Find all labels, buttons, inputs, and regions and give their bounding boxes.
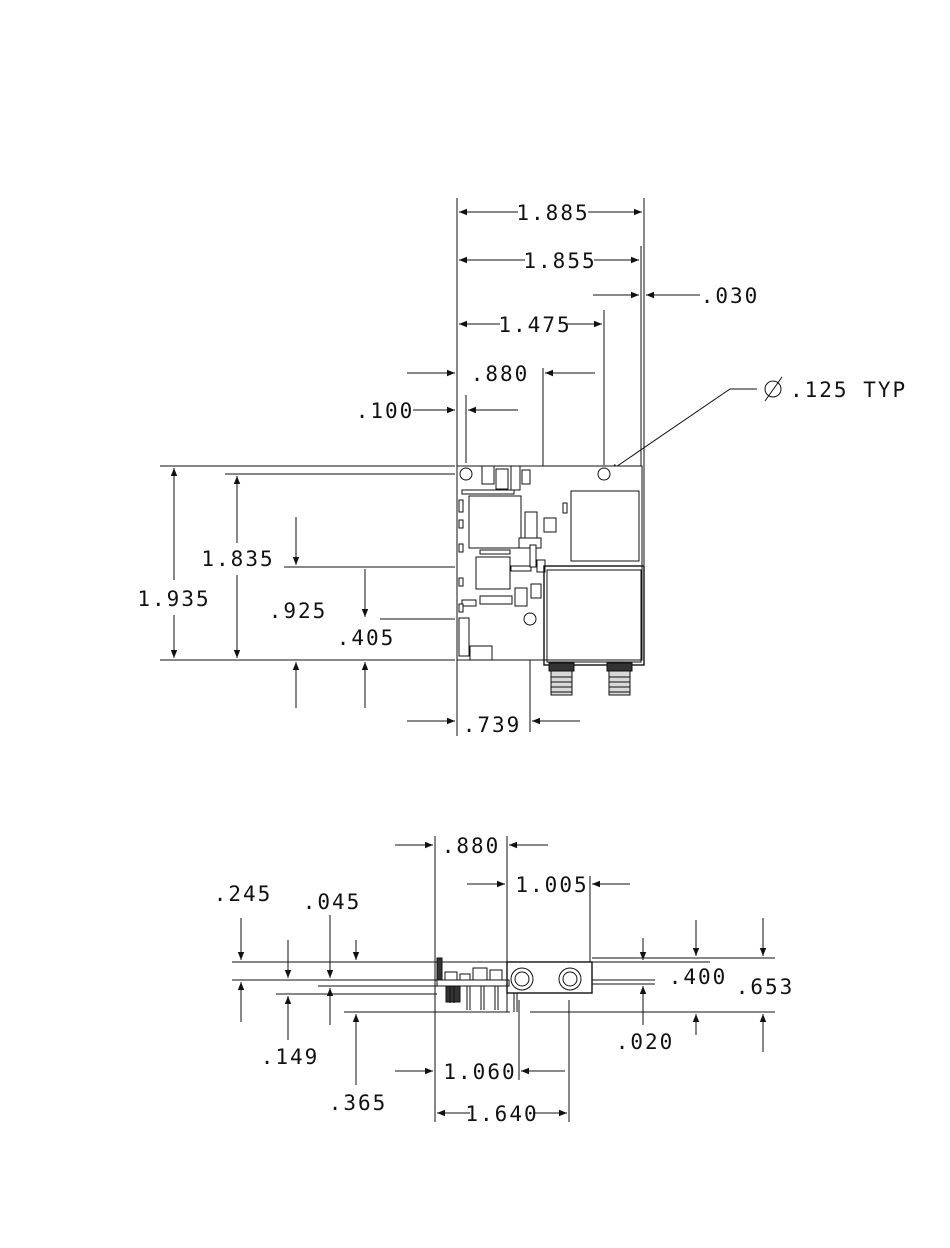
dim-label-side-880: .880: [442, 834, 501, 858]
dim-label-1-475: 1.475: [498, 313, 571, 337]
dim-label-1-005: 1.005: [515, 873, 588, 897]
dim-width-board: 1.855: [459, 249, 639, 273]
sma-connector-right: [609, 671, 630, 695]
dim-height-overall: 1.935: [137, 468, 210, 658]
dim-hole-diameter: .125 TYP: [610, 377, 907, 471]
dim-module-offset: .880: [407, 362, 595, 386]
dim-hole-spacing-y: 1.835: [201, 476, 274, 658]
dim-side-pin-offset: .365: [329, 1014, 388, 1115]
dim-label-405: .405: [337, 626, 396, 650]
dim-hole-offset-y: .405: [337, 569, 396, 708]
dim-side-pin-length: .149: [261, 940, 320, 1069]
dim-label-020: .020: [616, 1030, 675, 1054]
dim-hole-offset-x: .100: [356, 399, 518, 423]
dim-side-board-thickness: .245: [214, 882, 273, 1022]
dim-label-1-935: 1.935: [137, 587, 210, 611]
dim-label-1-885: 1.885: [516, 201, 589, 225]
dim-label-653: .653: [736, 975, 795, 999]
dim-label-125-typ: .125 TYP: [790, 378, 907, 402]
dim-label-100: .100: [356, 399, 415, 423]
sma-connector-left: [551, 671, 572, 695]
dim-width-overall: 1.885: [459, 201, 642, 225]
dim-label-149: .149: [261, 1045, 320, 1069]
dim-side-module-height: .400: [643, 920, 727, 1035]
dim-edge-offset: .030: [593, 284, 759, 308]
dim-side-module-offset: .880: [395, 834, 548, 858]
mounting-hole-top-left: [460, 468, 472, 480]
dim-side-module-width: 1.005: [467, 873, 630, 897]
dim-label-1-060: 1.060: [443, 1060, 516, 1084]
dim-label-880: .880: [471, 362, 530, 386]
pcb-board: [457, 466, 642, 660]
dim-hole-spacing-x: 1.475: [459, 313, 602, 337]
dim-side-gap: .045: [303, 890, 362, 1025]
dim-label-400: .400: [669, 965, 728, 989]
dim-hole-offset-x2: .739: [407, 713, 580, 737]
dim-label-1-855: 1.855: [523, 249, 596, 273]
dim-label-1-835: 1.835: [201, 547, 274, 571]
dim-label-1-640: 1.640: [465, 1102, 538, 1126]
top-view: 1.885 1.855 .030 1.475 .880: [137, 198, 907, 737]
dim-side-conn-offset-1: 1.060: [395, 1060, 565, 1084]
mounting-hole-bottom: [524, 613, 536, 625]
dim-label-045: .045: [303, 890, 362, 914]
dim-label-925: .925: [269, 599, 328, 623]
dim-label-739: .739: [463, 713, 522, 737]
dim-label-245: .245: [214, 882, 273, 906]
side-view: .880 1.005 .245 .149: [214, 834, 795, 1126]
dim-label-365: .365: [329, 1091, 388, 1115]
dim-side-conn-offset-2: 1.640: [437, 1102, 567, 1126]
dim-side-overall-height: .653: [736, 918, 795, 1052]
dim-module-height: .925: [269, 517, 328, 708]
mounting-hole-top-right: [598, 468, 610, 480]
dim-label-030: .030: [701, 284, 760, 308]
